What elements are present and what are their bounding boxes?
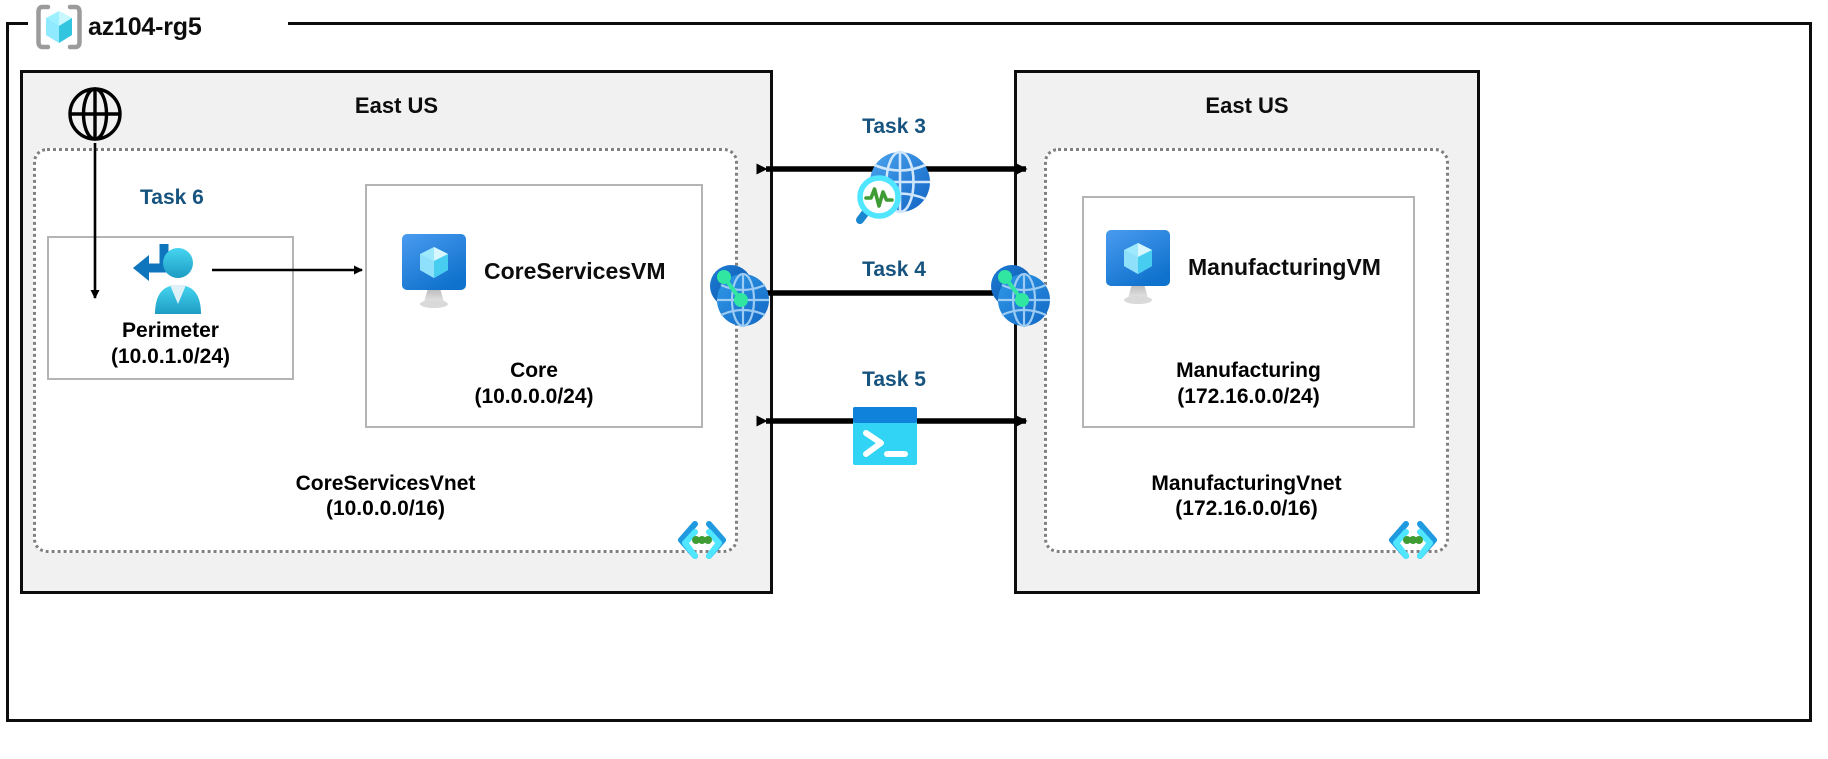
subnet-brackets-icon [678,521,726,559]
vm-manufacturingvm-name: ManufacturingVM [1188,253,1381,280]
vnet-peering-icon [710,265,769,328]
subnet-perimeter-name: Perimeter [122,319,219,342]
vnet-peering-icon [991,265,1050,328]
vm-manufacturingvm: ManufacturingVM [1102,228,1381,306]
resource-group-frame [6,22,1812,722]
user-access-arrow-icon [133,244,201,314]
resource-group-name: az104-rg5 [88,12,202,41]
subnet-perimeter-cidr: (10.0.1.0/24) [110,344,231,368]
subnet-mfg-text: Manufacturing (172.16.0.0/24) [1084,358,1413,409]
vm-coreservicesvm: CoreServicesVM [398,232,666,310]
subnet-perimeter-text: Perimeter (10.0.1.0/24) [49,318,292,369]
region-right-title: East US [1205,93,1289,118]
vnet-mfg-cidr: (172.16.0.0/16) [1175,497,1318,521]
subnet-brackets-icon [1389,521,1437,559]
globe-outline-icon [68,87,122,141]
cloud-shell-icon [853,407,917,465]
virtual-machine-icon [402,234,466,308]
vnet-mfg-label-block: ManufacturingVnet (172.16.0.0/16) [1047,471,1446,522]
task-label-4: Task 4 [862,258,926,281]
task-label-3: Task 3 [862,115,926,138]
vnet-core-name: CoreServicesVnet [295,471,476,495]
subnet-core-text: Core (10.0.0.0/24) [367,358,701,409]
vm-coreservicesvm-name: CoreServicesVM [484,257,666,284]
vnet-mfg-name: ManufacturingVnet [1151,471,1342,495]
vnet-core-label-block: CoreServicesVnet (10.0.0.0/16) [36,471,735,522]
subnet-mfg-name: Manufacturing [1176,359,1321,382]
vnet-core-cidr: (10.0.0.0/16) [325,497,446,521]
subnet-core: Core (10.0.0.0/24) [365,184,703,428]
network-watcher-icon [856,150,930,224]
task-label-5: Task 5 [862,368,926,391]
task-label-6: Task 6 [140,186,204,209]
resource-group-title: az104-rg5 [34,4,202,50]
virtual-machine-icon [1106,230,1170,304]
subnet-core-name: Core [510,359,558,382]
region-left-title: East US [354,93,439,118]
resource-group-cube-icon [36,4,82,50]
subnet-mfg-cidr: (172.16.0.0/24) [1177,384,1320,408]
subnet-core-cidr: (10.0.0.0/24) [474,384,594,408]
